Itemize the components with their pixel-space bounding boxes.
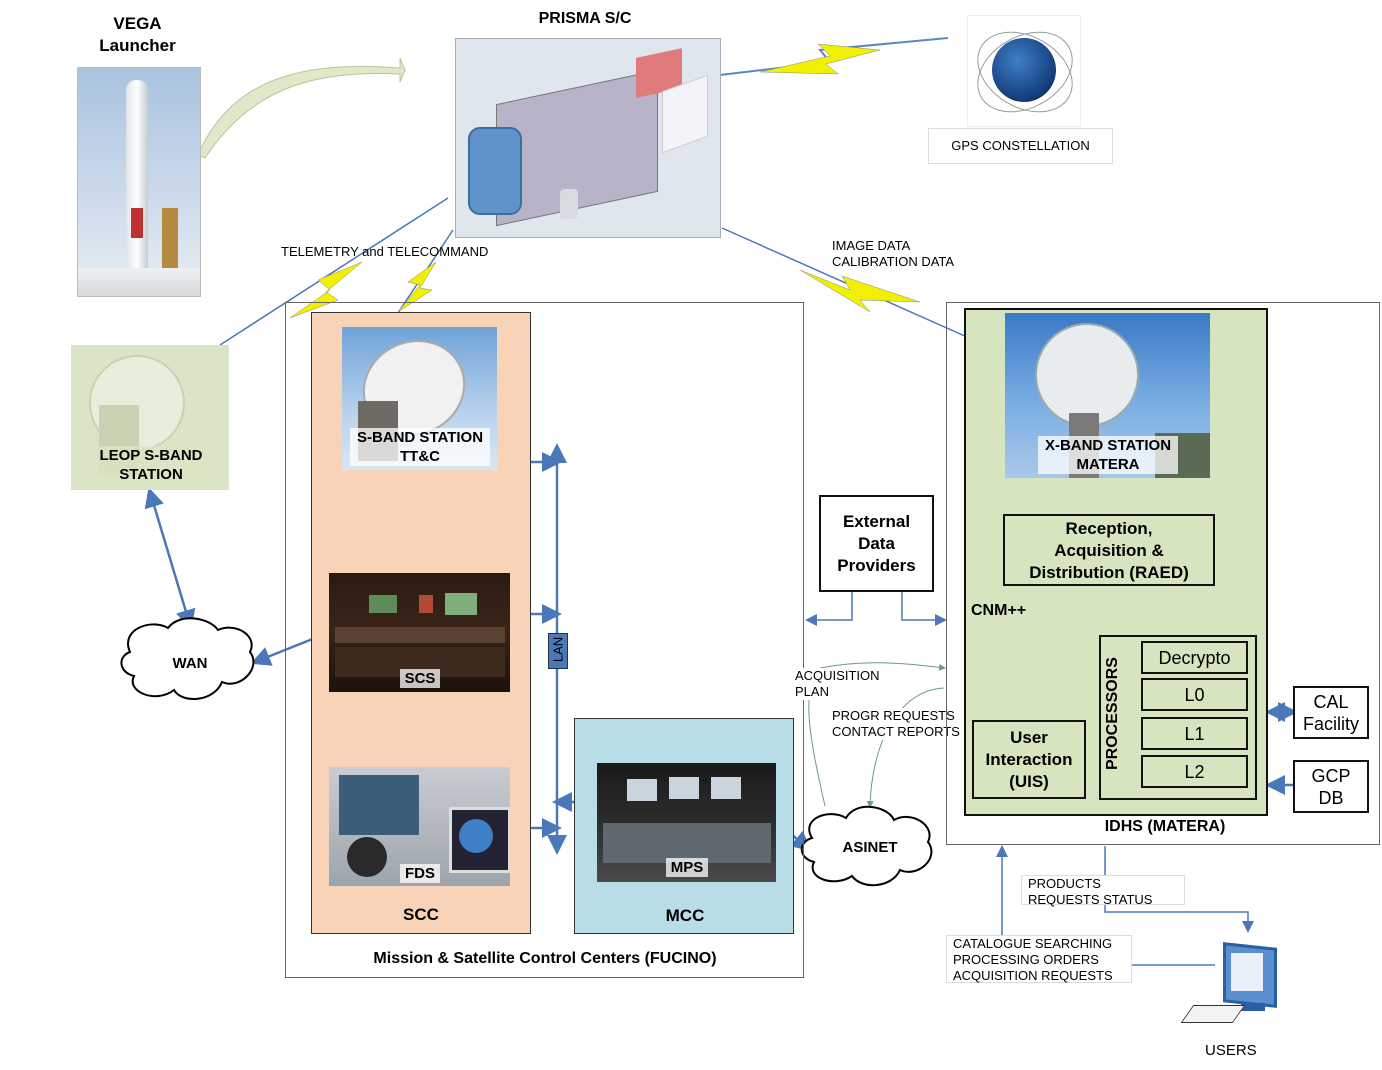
image-data-label: IMAGE DATA CALIBRATION DATA	[832, 238, 954, 270]
ttc-label: TELEMETRY and TELECOMMAND	[281, 244, 489, 259]
external-data-providers: External Data Providers	[819, 495, 934, 592]
launch-arrow	[197, 57, 406, 159]
acquisition-plan-line1: ACQUISITION	[795, 668, 880, 683]
xband-label: X-BAND STATION MATERA	[1038, 436, 1178, 474]
fucino-title: Mission & Satellite Control Centers (FUC…	[373, 950, 717, 967]
vega-title-line2: Launcher	[99, 36, 176, 55]
processing-text: PROCESSING ORDERS	[953, 952, 1099, 967]
idhs-title: IDHS (MATERA)	[1104, 818, 1226, 835]
raed-line1: Reception,	[1065, 519, 1153, 538]
leop-label: LEOP S-BAND STATION	[86, 446, 216, 484]
fds-label: FDS	[400, 864, 440, 883]
external-line1: External	[842, 512, 911, 531]
earth-globe-icon	[992, 38, 1056, 102]
leop-link-line	[219, 197, 449, 346]
gps-constellation-image	[967, 15, 1081, 127]
catalogue-label-box: CATALOGUE SEARCHING PROCESSING ORDERS AC…	[946, 935, 1132, 983]
asinet-cloud	[800, 805, 933, 887]
leop-label-line2: STATION	[119, 466, 183, 483]
mps-image	[597, 763, 776, 882]
lan-label-text: LAN	[550, 636, 566, 663]
gcp-db-box: GCP DB	[1293, 760, 1369, 813]
requests-status-text: REQUESTS STATUS	[1028, 892, 1153, 907]
fds-image	[329, 767, 510, 886]
mps-label: MPS	[666, 858, 708, 877]
uis-line2: Interaction	[985, 750, 1073, 769]
fucino-container	[285, 302, 804, 978]
sband-label-line2: TT&C	[400, 448, 440, 465]
cal-facility-box: CAL Facility	[1293, 686, 1369, 739]
proc-l1: L1	[1141, 717, 1248, 750]
raed-box: Reception, Acquisition & Distribution (R…	[1003, 514, 1215, 586]
users-computer-icon	[1180, 935, 1277, 1035]
raed-line3: Distribution (RAED)	[1029, 563, 1189, 582]
processors-label: PROCESSORS	[1104, 657, 1121, 770]
external-line2: Data	[858, 534, 895, 553]
acquisition-plan-label: ACQUISITION PLAN	[795, 668, 880, 700]
gcp-line1: GCP	[1311, 766, 1351, 786]
progr-requests-text: PROGR REQUESTS	[832, 708, 955, 723]
uis-line3: (UIS)	[1009, 772, 1049, 791]
cnm-label: CNM++	[971, 602, 1027, 619]
proc-decrypto: Decrypto	[1141, 641, 1248, 674]
products-label-box: PRODUCTS REQUESTS STATUS	[1021, 875, 1185, 907]
xband-label-line2: MATERA	[1076, 456, 1140, 473]
users-label: USERS	[1205, 1042, 1257, 1059]
uis-line1: User	[1010, 728, 1048, 747]
scc-label: SCC	[403, 905, 439, 924]
contact-reports-text: CONTACT REPORTS	[832, 724, 960, 739]
sband-label-line1: S-BAND STATION	[356, 429, 484, 446]
proc-l0: L0	[1141, 678, 1248, 711]
raed-line2: Acquisition &	[1054, 541, 1164, 560]
cal-line2: Facility	[1302, 714, 1359, 734]
acq-requests-text: ACQUISITION REQUESTS	[953, 968, 1113, 983]
asinet-label: ASINET	[842, 839, 898, 856]
leop-link-bolt	[289, 261, 363, 319]
proc-l2: L2	[1141, 755, 1248, 788]
calibration-data-text: CALIBRATION DATA	[832, 254, 955, 269]
gps-label: GPS CONSTELLATION	[951, 138, 1090, 153]
sband-link-bolt	[397, 261, 437, 313]
leop-label-line1: LEOP S-BAND	[99, 447, 203, 464]
uis-box: User Interaction (UIS)	[972, 720, 1086, 799]
products-text: PRODUCTS	[1028, 876, 1101, 891]
progr-requests-label: PROGR REQUESTS CONTACT REPORTS	[832, 708, 960, 740]
gps-label-box: GPS CONSTELLATION	[928, 128, 1113, 164]
idhs-container	[946, 302, 1380, 845]
vega-title-line1: VEGA	[113, 14, 162, 33]
xband-label-line1: X-BAND STATION	[1044, 437, 1172, 454]
acquisition-plan-line2: PLAN	[795, 684, 829, 699]
mcc-label: MCC	[665, 906, 705, 925]
cal-line1: CAL	[1313, 692, 1349, 712]
wan-cloud	[120, 617, 255, 701]
sband-label: S-BAND STATION TT&C	[350, 428, 490, 466]
scs-image	[329, 573, 510, 692]
image-data-text: IMAGE DATA	[832, 238, 911, 253]
vega-title: VEGA Launcher	[90, 13, 185, 57]
wan-label: WAN	[172, 655, 208, 672]
vega-launcher-image	[77, 67, 201, 297]
prisma-title: PRISMA S/C	[538, 10, 632, 27]
gcp-line2: DB	[1318, 788, 1344, 808]
catalogue-text: CATALOGUE SEARCHING	[953, 936, 1113, 951]
lan-label: LAN	[548, 633, 568, 669]
prisma-spacecraft-image	[455, 38, 721, 238]
scs-label: SCS	[400, 669, 440, 688]
external-line3: Providers	[837, 556, 916, 575]
xband-link-bolt	[799, 269, 921, 313]
